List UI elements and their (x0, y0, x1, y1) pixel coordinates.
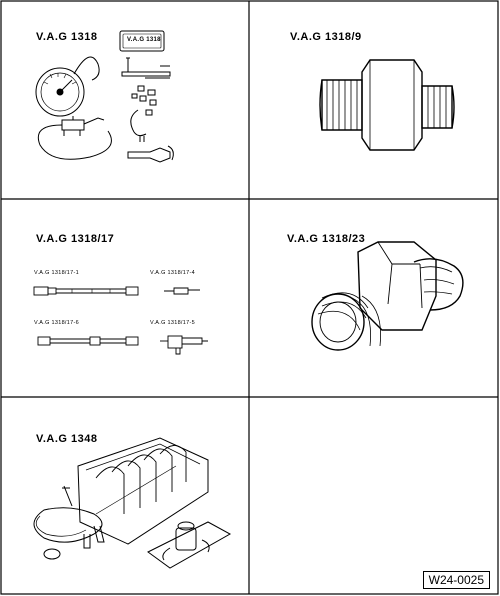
sub-part-label-17-5: V.A.G 1318/17-5 (150, 320, 195, 326)
adapter-set-1318-17-drawing (33, 286, 208, 355)
case-lid-label: V.A.G 1318 (127, 37, 161, 43)
tool-label-vag-1348: V.A.G 1348 (36, 433, 98, 445)
tool-label-vag-1318-9: V.A.G 1318/9 (290, 31, 362, 43)
adapter-1318-9-drawing (319, 59, 455, 151)
tool-label-vag-1318: V.A.G 1318 (36, 31, 98, 43)
sub-part-label-17-4: V.A.G 1318/17-4 (150, 270, 195, 276)
tool-label-vag-1318-17: V.A.G 1318/17 (36, 233, 115, 245)
adapter-1318-23-drawing (311, 241, 464, 351)
set-1348-drawing (33, 437, 232, 569)
sub-part-label-17-6: V.A.G 1318/17-6 (34, 320, 79, 326)
tool-label-vag-1318-23: V.A.G 1318/23 (287, 233, 366, 245)
sub-part-label-17-1: V.A.G 1318/17-1 (34, 270, 79, 276)
figure-reference: W24-0025 (422, 571, 490, 589)
gauge-kit-drawing (35, 30, 174, 163)
